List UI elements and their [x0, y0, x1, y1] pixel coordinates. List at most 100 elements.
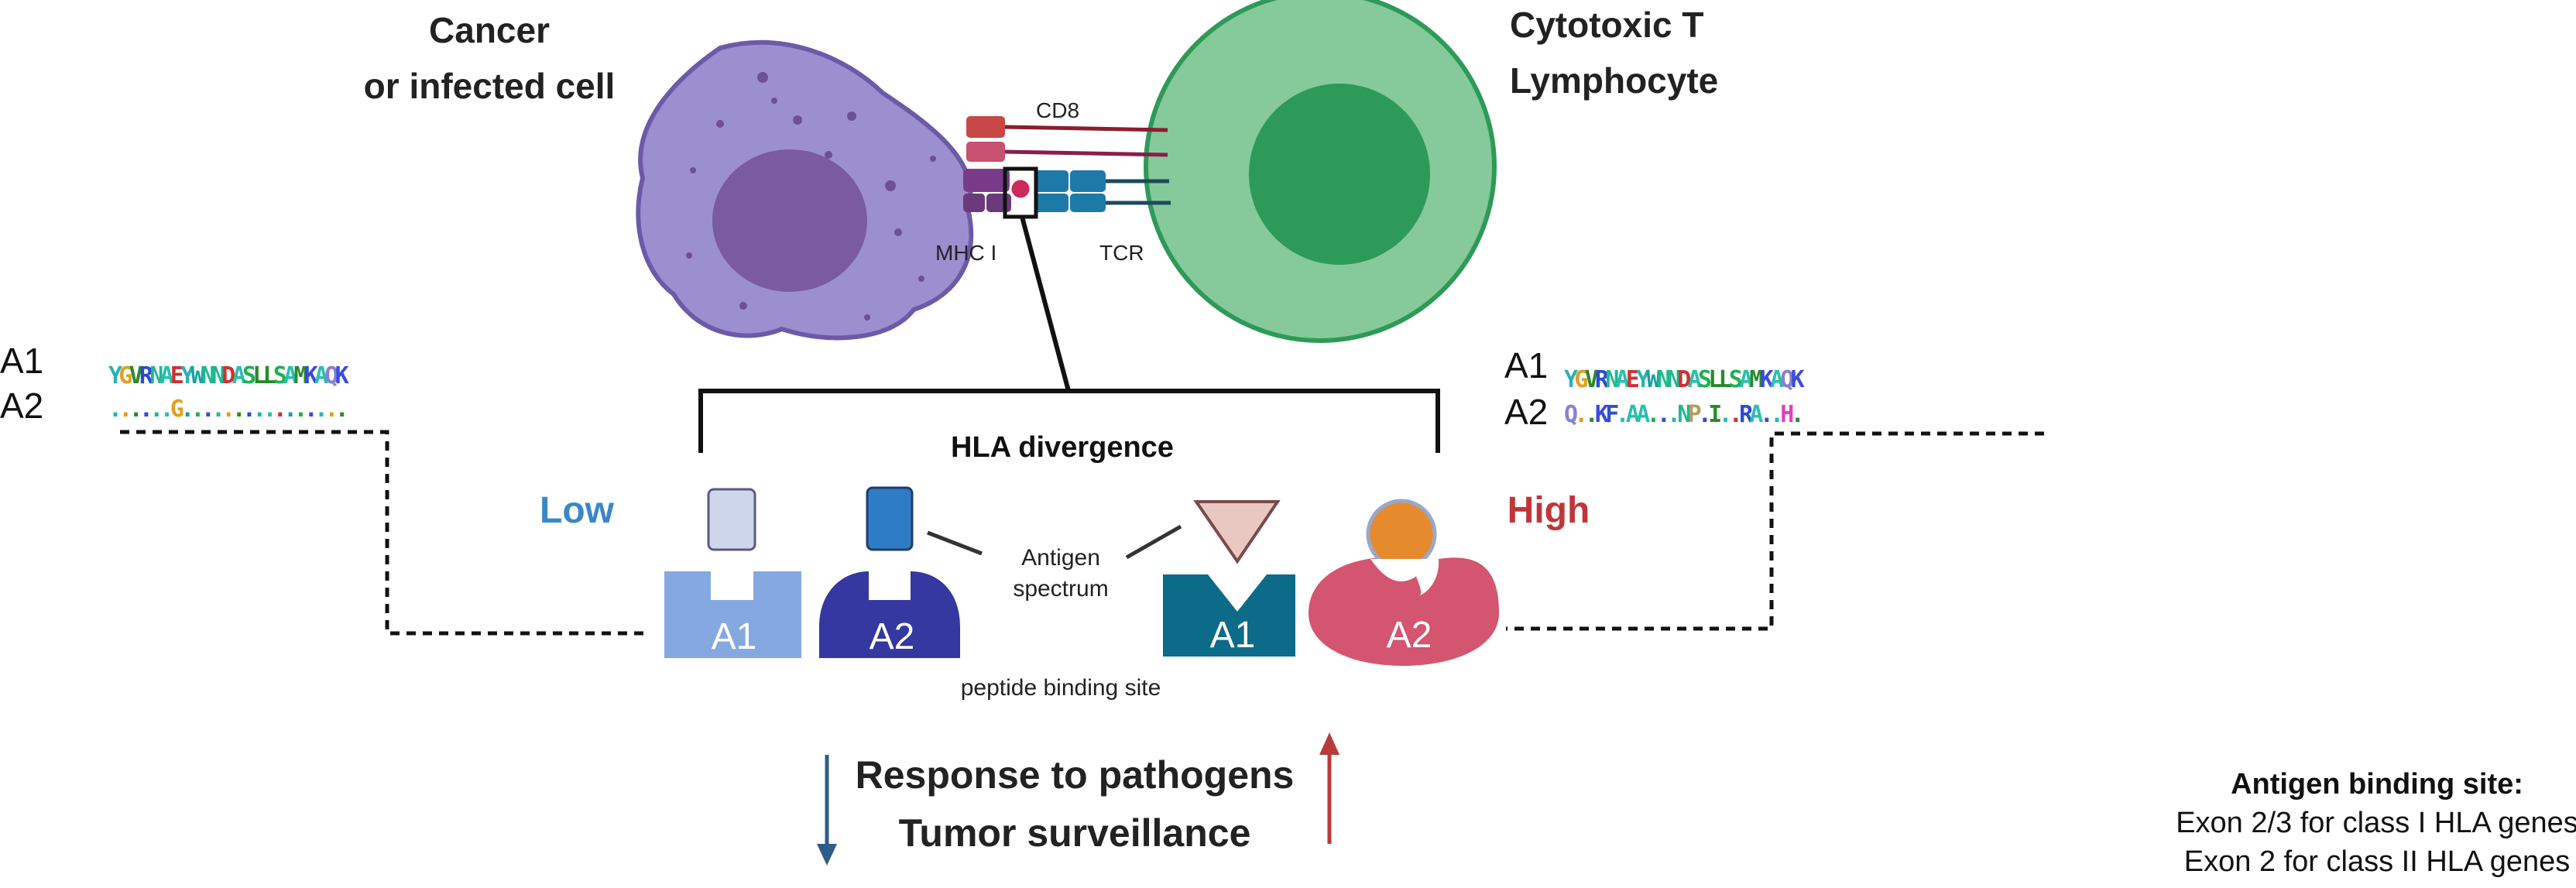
binding-site-line1: Exon 2/3 for class I HLA genes: [2176, 807, 2576, 839]
sequence-residue: .: [1657, 401, 1671, 428]
sequence-residue: A: [1616, 366, 1630, 393]
sequence-residue: .: [314, 396, 328, 423]
sequence-residue: .: [149, 396, 163, 423]
sequence-residue: A: [1636, 401, 1650, 428]
sequence-residue: G: [1574, 366, 1588, 393]
sequence-residue: A: [1749, 401, 1763, 428]
sequence-residue: K: [335, 362, 349, 389]
mhc-label: MHC I: [935, 241, 996, 265]
sequence-residue: A: [283, 362, 297, 389]
sequence-residue: Q: [324, 362, 338, 389]
sequence-residue: .: [180, 396, 194, 423]
cancer-cell: [636, 40, 974, 341]
sequence-residue: .: [201, 396, 215, 423]
tcr-label: TCR: [1099, 241, 1144, 265]
sequence-residue: R: [139, 362, 154, 389]
sequence-residue: N: [1605, 366, 1619, 393]
antigen-binding-site-note: Antigen binding site: Exon 2/3 for class…: [2176, 768, 2576, 878]
sequence-residue: .: [1719, 401, 1733, 428]
sequence-residue: M: [1749, 366, 1763, 393]
sequence-residue: .: [252, 396, 266, 423]
sequence-residue: N: [1657, 366, 1671, 393]
low-a2-antigen: [866, 486, 914, 551]
outcome-line2: Tumor surveillance: [899, 811, 1251, 855]
high-a1-label: A1: [1210, 615, 1256, 656]
sequence-residue: .: [1698, 401, 1712, 428]
sequence-residue: S: [242, 362, 256, 389]
sequence-residue: I: [1708, 401, 1722, 428]
cd8-block-1: [966, 116, 1005, 138]
sequence-residue: A: [232, 362, 246, 389]
high-a2-pocket: [1370, 559, 1432, 581]
sequence-residue: Q: [1780, 366, 1794, 393]
t-cell-nucleus: [1249, 84, 1430, 265]
sequence-residue: L: [1708, 366, 1722, 393]
low-a1-antigen: [707, 488, 756, 551]
binding-site-line2: Exon 2 for class II HLA genes: [2184, 845, 2571, 878]
tcr-block-3: [1034, 194, 1068, 212]
sequence-residue: .: [232, 396, 246, 423]
mhc-block-1: [963, 169, 1010, 192]
sequence-residue: .: [190, 396, 204, 423]
t-cell-title-line2: Lymphocyte: [1510, 60, 1718, 101]
sequence-residue: .: [129, 396, 143, 423]
hla-divergence-title: HLA divergence: [951, 431, 1174, 464]
zoom-line: [1020, 216, 1071, 392]
outcome-line1: Response to pathogens: [856, 753, 1295, 797]
sequence-residue: .: [273, 396, 287, 423]
tcr-block-4: [1070, 194, 1106, 212]
high-hla-a1-molecule: A1: [1163, 500, 1295, 657]
low-hla-a1-molecule: A1: [664, 488, 801, 658]
cancer-cell-granules: [686, 72, 936, 321]
mhc-block-3: [986, 194, 1011, 212]
sequence-residue: .: [211, 396, 225, 423]
left-a1-label: A1: [0, 341, 43, 381]
sequence-residue: .: [1729, 401, 1743, 428]
high-label: High: [1508, 490, 1590, 531]
sequence-residue: N: [1667, 366, 1681, 393]
low-a1-receptor: [664, 571, 801, 658]
sequence-residue: G: [118, 362, 132, 389]
sequence-residue: V: [1585, 366, 1599, 393]
sequence-residue: .: [242, 396, 256, 423]
sequence-residue: Y: [180, 362, 194, 389]
sequence-residue: .: [283, 396, 297, 423]
sequence-residue: A: [1688, 366, 1702, 393]
sequence-residue: P: [1688, 401, 1702, 428]
sequence-residue: N: [211, 362, 225, 389]
outcome-section: Response to pathogens Tumor surveillance: [817, 732, 1339, 866]
sequence-residue: E: [170, 362, 184, 389]
sequence-residue: S: [273, 362, 287, 389]
sequence-residue: .: [1574, 401, 1588, 428]
sequence-residue: Q: [1564, 401, 1578, 428]
sequence-residue: .: [1585, 401, 1599, 428]
antigen-spectrum-line1: Antigen: [1021, 545, 1100, 571]
low-a2-receptor: [819, 571, 960, 658]
low-hla-a2-molecule: A2: [819, 486, 960, 658]
high-spectrum-pointer: [1125, 524, 1182, 560]
t-cell-title-line1: Cytotoxic T: [1510, 5, 1703, 45]
sequence-residue: E: [1626, 366, 1640, 393]
sequence-residue: S: [1698, 366, 1712, 393]
zoom-box: [1003, 166, 1038, 219]
sequence-residue: .: [221, 396, 235, 423]
sequence-residue: N: [201, 362, 215, 389]
sequence-residue: .: [263, 396, 277, 423]
sequence-residue: K: [1760, 366, 1774, 393]
tcr-block-1: [1034, 170, 1068, 192]
sequence-residue: A: [1626, 401, 1640, 428]
immune-synapse: [963, 116, 1171, 392]
left-a2-label: A2: [0, 386, 43, 426]
high-a2-antigen: [1366, 499, 1437, 570]
tcr-block-2: [1070, 170, 1106, 192]
sequence-residue: K: [1791, 366, 1805, 393]
sequence-residue: Y: [1636, 366, 1650, 393]
sequence-residue: L: [263, 362, 277, 389]
sequence-residue: K: [1595, 401, 1609, 428]
sequence-residue: W: [190, 362, 205, 389]
sequence-residue: K: [304, 362, 318, 389]
divergence-bracket: [698, 389, 1440, 453]
sequence-residue: .: [1616, 401, 1630, 428]
